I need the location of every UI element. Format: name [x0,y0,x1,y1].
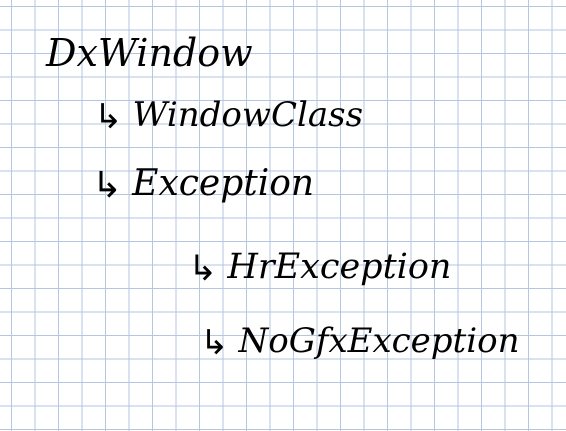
node-exception: ↳Exception [92,163,315,206]
node-label: HrException [227,247,452,287]
child-arrow-icon: ↳ [94,97,123,137]
node-hrexception: ↳HrException [188,247,452,289]
child-arrow-icon: ↳ [92,165,123,206]
child-arrow-icon: ↳ [200,323,229,363]
node-label: NoGfxException [238,321,520,361]
node-label: WindowClass [132,95,364,135]
node-label: DxWindow [46,31,253,75]
node-dxwindow: DxWindow [46,34,253,72]
node-nogfxexception: ↳NoGfxException [200,321,520,363]
node-windowclass: ↳WindowClass [94,95,364,137]
node-label: Exception [132,163,315,204]
child-arrow-icon: ↳ [188,249,218,289]
